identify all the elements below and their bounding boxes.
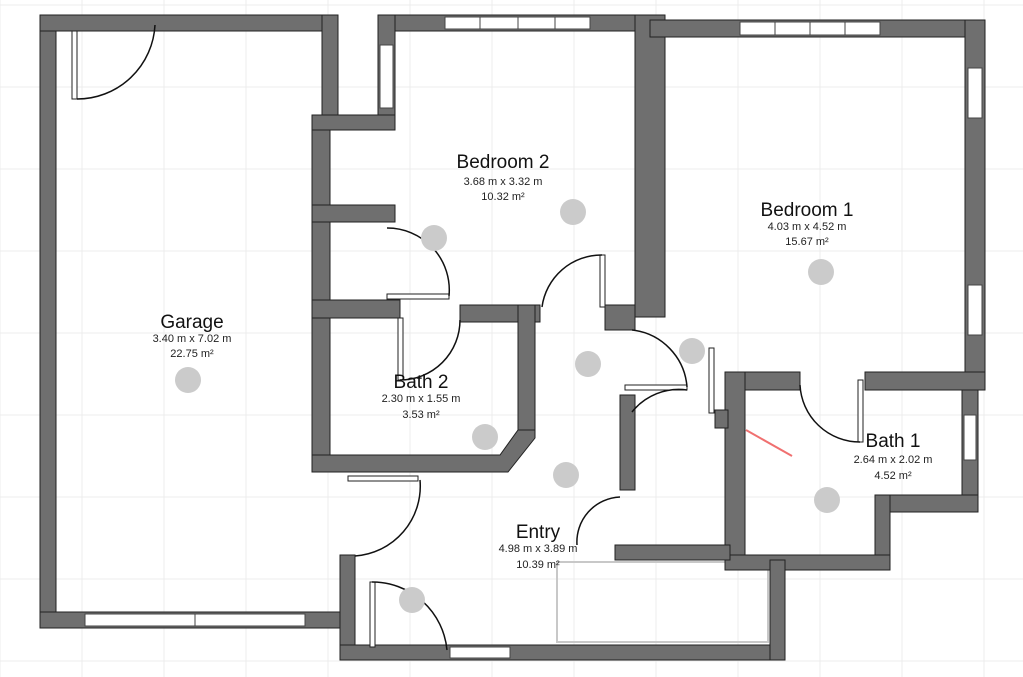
room-area-entry: 10.39 m² [516, 559, 560, 571]
light-markers [175, 199, 840, 613]
light-marker[interactable] [560, 199, 586, 225]
light-marker[interactable] [808, 259, 834, 285]
room-area-bath1: 4.52 m² [874, 470, 912, 482]
light-marker[interactable] [421, 225, 447, 251]
windows [84, 16, 983, 659]
room-dimensions-bath1: 2.64 m x 2.02 m [854, 454, 933, 466]
stair-outline [556, 561, 769, 643]
room-name-bath1: Bath 1 [866, 431, 921, 452]
room-dimensions-entry: 4.98 m x 3.89 m [499, 543, 578, 555]
room-dimensions-bedroom1: 4.03 m x 4.52 m [768, 221, 847, 233]
room-name-entry: Entry [516, 522, 561, 543]
room-dimensions-garage: 3.40 m x 7.02 m [153, 333, 232, 345]
light-marker[interactable] [679, 338, 705, 364]
light-marker[interactable] [175, 367, 201, 393]
room-area-bath2: 3.53 m² [402, 409, 440, 421]
room-name-bedroom1: Bedroom 1 [761, 200, 854, 221]
light-marker[interactable] [553, 462, 579, 488]
light-marker[interactable] [472, 424, 498, 450]
light-marker[interactable] [814, 487, 840, 513]
room-name-bath2: Bath 2 [394, 372, 449, 393]
doors [71, 24, 864, 651]
room-dimensions-bath2: 2.30 m x 1.55 m [382, 393, 461, 405]
room-area-bedroom1: 15.67 m² [785, 236, 829, 248]
room-labels: Garage 3.40 m x 7.02 m 22.75 m² Bedroom … [153, 152, 933, 571]
light-marker[interactable] [399, 587, 425, 613]
light-marker[interactable] [575, 351, 601, 377]
measure-line [745, 429, 793, 457]
room-dimensions-bedroom2: 3.68 m x 3.32 m [464, 176, 543, 188]
room-name-bedroom2: Bedroom 2 [457, 152, 550, 173]
room-name-garage: Garage [160, 312, 223, 333]
room-area-bedroom2: 10.32 m² [481, 191, 525, 203]
room-area-garage: 22.75 m² [170, 348, 214, 360]
